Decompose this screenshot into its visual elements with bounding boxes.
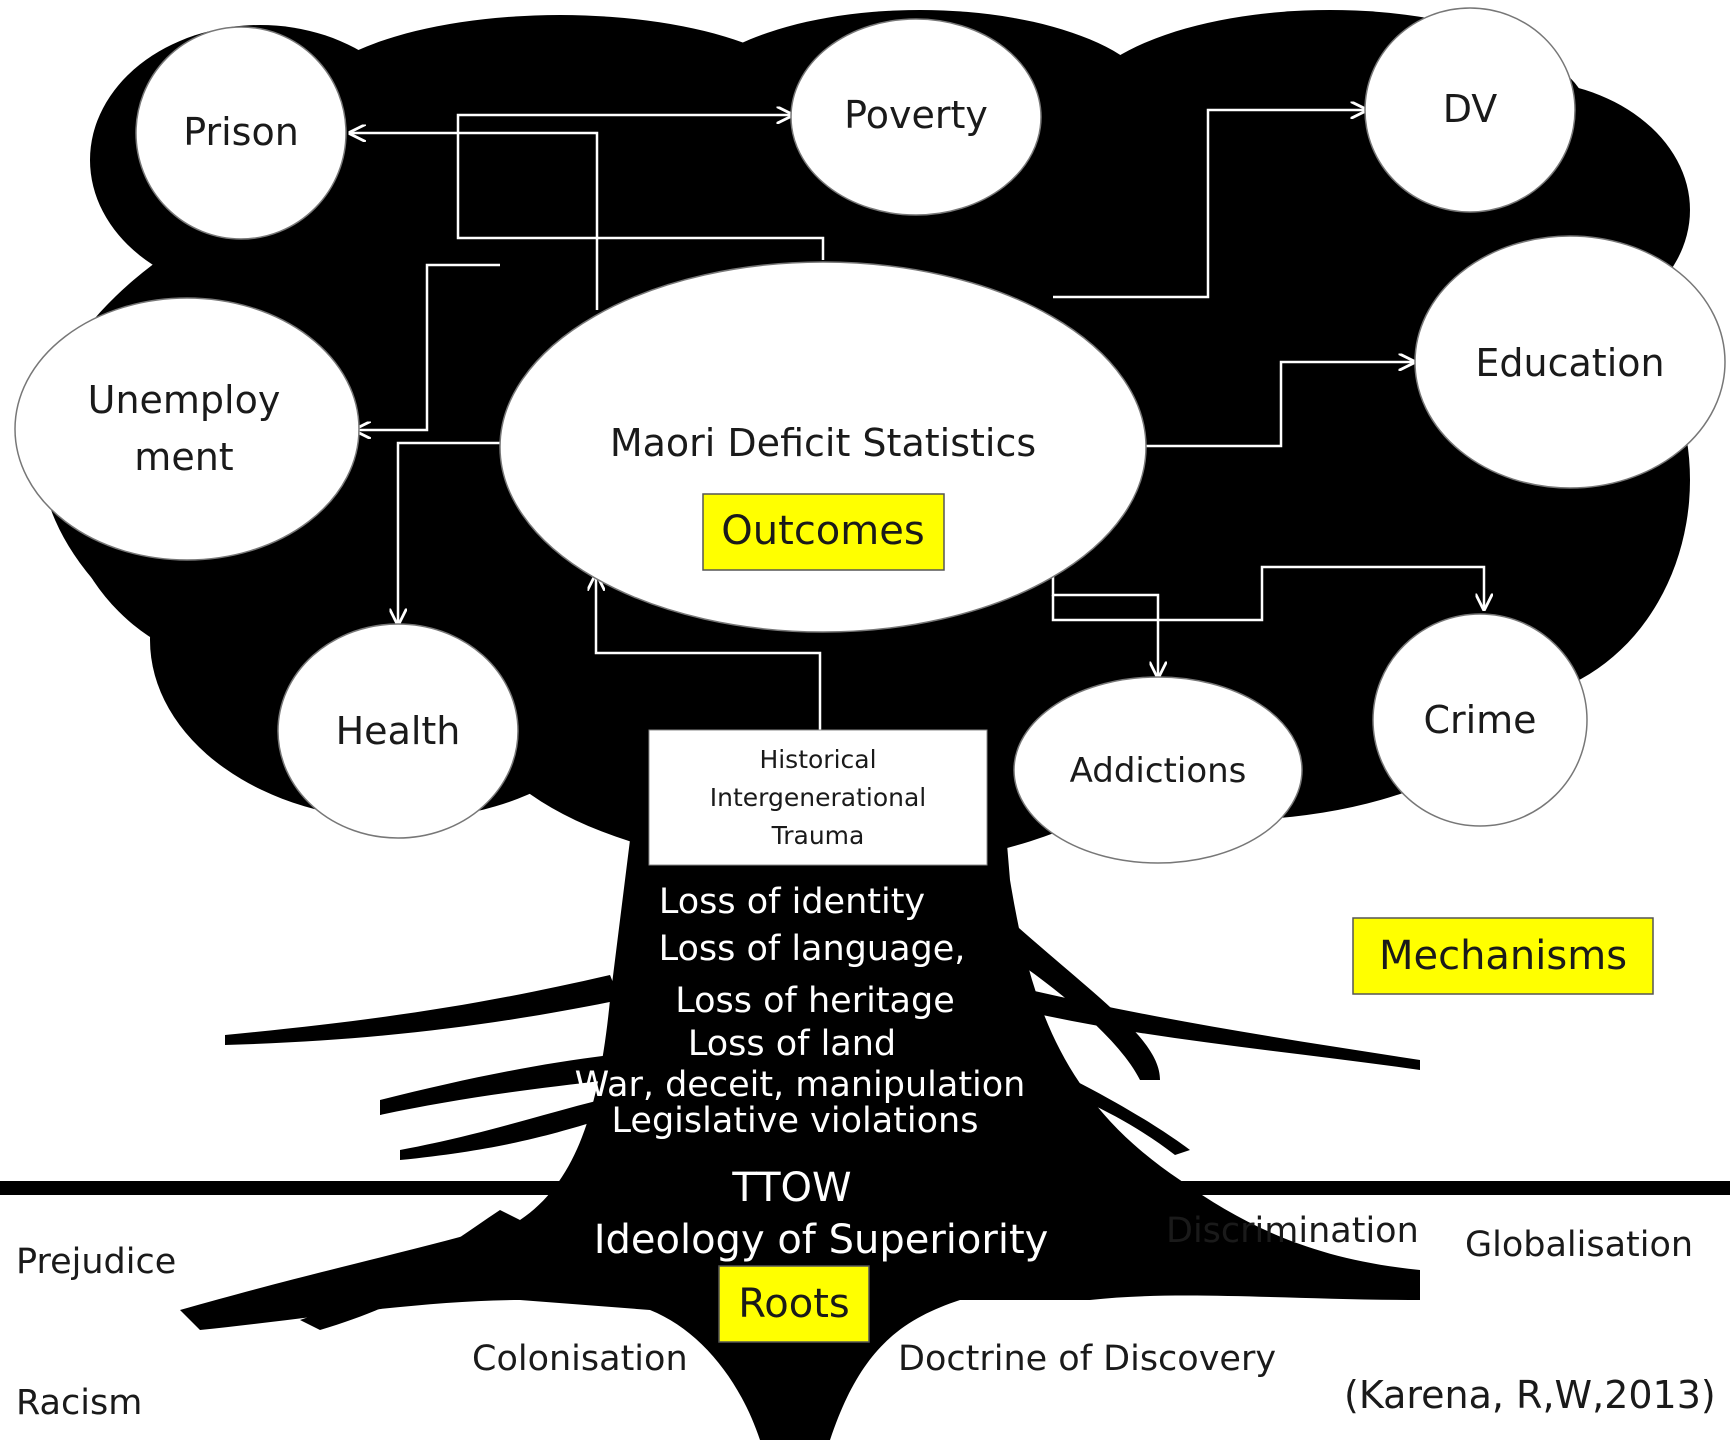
mechanisms-tag-box	[1352, 917, 1654, 995]
trunk-item-5: Legislative violations	[612, 1101, 979, 1141]
center-title: Maori Deficit Statistics	[610, 421, 1036, 465]
node-dv	[1364, 7, 1576, 213]
connector-crime	[1051, 565, 1484, 622]
trunk-item-2: Loss of heritage	[675, 981, 955, 1021]
discrimination-label: Discrimination	[1166, 1211, 1419, 1251]
connector-poverty	[456, 115, 825, 260]
colonisation-label: Colonisation	[472, 1339, 688, 1379]
unemployment-label-line1: Unemploy	[88, 378, 281, 422]
connector-health	[398, 441, 503, 624]
trunk-item-7: Ideology of Superiority	[594, 1217, 1049, 1263]
prison-label: Prison	[183, 110, 299, 154]
node-poverty	[790, 18, 1042, 216]
trunk-item-0: Loss of identity	[659, 882, 925, 922]
trunk-item-1: Loss of language,	[659, 929, 966, 969]
doctrine-label: Doctrine of Discovery	[898, 1339, 1276, 1379]
connector-prison	[350, 133, 599, 310]
tree-branches	[225, 920, 1420, 1330]
trunk-item-3: Loss of land	[688, 1024, 896, 1064]
mechanisms-tag: Mechanisms	[1379, 933, 1627, 979]
addictions-label: Addictions	[1070, 751, 1247, 791]
outcomes-tag-box	[702, 493, 945, 571]
prejudice-label: Prejudice	[16, 1242, 176, 1282]
connector-dv	[1053, 110, 1366, 299]
unemployment-label-line2: ment	[134, 435, 233, 479]
health-label: Health	[336, 709, 461, 753]
globalisation-label: Globalisation	[1465, 1225, 1693, 1265]
trauma-box	[648, 729, 988, 866]
roots-tag: Roots	[738, 1281, 849, 1327]
crime-label: Crime	[1423, 698, 1536, 742]
trauma-line3: Trauma	[771, 821, 865, 850]
dv-label: DV	[1443, 87, 1498, 131]
node-addictions	[1013, 676, 1303, 864]
node-education	[1414, 235, 1726, 489]
node-health	[277, 623, 519, 839]
connector-trauma	[596, 575, 822, 730]
node-crime	[1372, 613, 1588, 827]
outcomes-tag: Outcomes	[721, 508, 924, 554]
tree-trunk	[180, 760, 1420, 1440]
connector-addictions	[1051, 575, 1158, 677]
ground-line	[0, 1181, 1730, 1195]
node-center	[499, 261, 1147, 633]
connectors	[350, 110, 1484, 730]
citation: (Karena, R,W,2013)	[1344, 1373, 1716, 1417]
node-prison	[135, 26, 347, 240]
trunk-item-4: War, deceit, manipulation	[575, 1065, 1026, 1105]
connector-education	[1143, 362, 1414, 448]
education-label: Education	[1475, 341, 1664, 385]
poverty-label: Poverty	[844, 93, 988, 137]
trauma-line1: Historical	[759, 745, 876, 774]
racism-label: Racism	[16, 1383, 142, 1423]
outcome-nodes	[14, 7, 1726, 864]
node-unemployment	[14, 297, 360, 561]
connector-unemployment	[355, 263, 500, 430]
roots-tag-box	[718, 1265, 870, 1343]
trauma-line2: Intergenerational	[710, 783, 926, 812]
trunk-item-6: TTOW	[731, 1165, 851, 1211]
